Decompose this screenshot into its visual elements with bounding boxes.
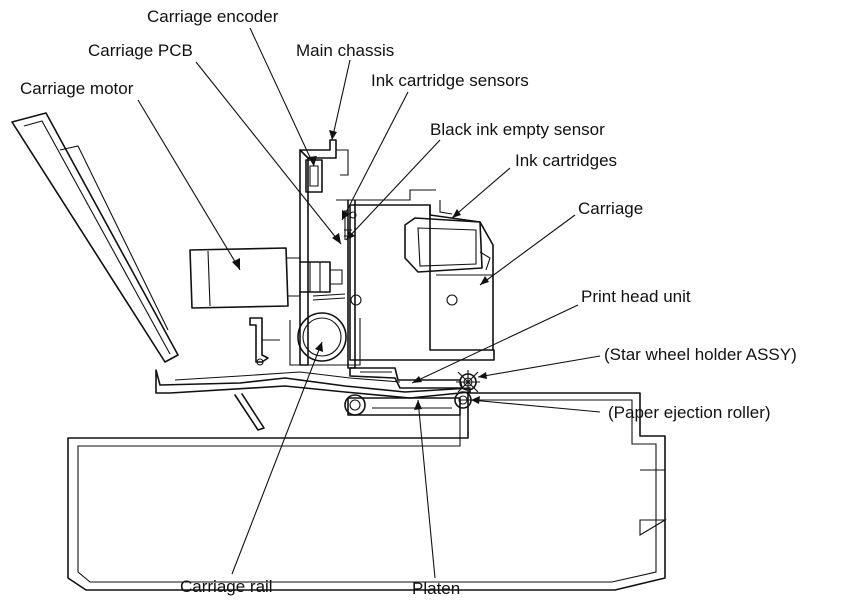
label-main-chassis: Main chassis (296, 41, 394, 60)
label-carriage-pcb: Carriage PCB (88, 41, 193, 60)
print-head-unit (349, 367, 463, 389)
callout-labels: Carriage encoder Carriage PCB Main chass… (20, 7, 797, 598)
scanner-lid (11, 112, 179, 363)
main-chassis (299, 139, 436, 369)
carriage-motor (189, 247, 343, 309)
label-star-wheel-holder-assy: (Star wheel holder ASSY) (604, 345, 797, 364)
star-wheel-holder (456, 370, 480, 394)
carriage-encoder (305, 159, 323, 193)
label-carriage-rail: Carriage rail (180, 577, 273, 596)
carriage-body (312, 200, 495, 361)
label-platen: Platen (412, 579, 460, 598)
bottom-frame (155, 317, 471, 431)
label-ink-cartridge-sensors: Ink cartridge sensors (371, 71, 529, 90)
label-black-ink-empty-sensor: Black ink empty sensor (430, 120, 605, 139)
ink-cartridges (404, 217, 491, 273)
label-carriage-motor: Carriage motor (20, 79, 134, 98)
leader-lines (137, 27, 601, 579)
lower-housing (67, 392, 667, 591)
carriage-rail (289, 312, 361, 366)
platen (344, 394, 461, 416)
label-carriage-encoder: Carriage encoder (147, 7, 279, 26)
label-paper-ejection-roller: (Paper ejection roller) (608, 403, 771, 422)
label-carriage: Carriage (578, 199, 643, 218)
label-print-head-unit: Print head unit (581, 287, 691, 306)
label-ink-cartridges: Ink cartridges (515, 151, 617, 170)
